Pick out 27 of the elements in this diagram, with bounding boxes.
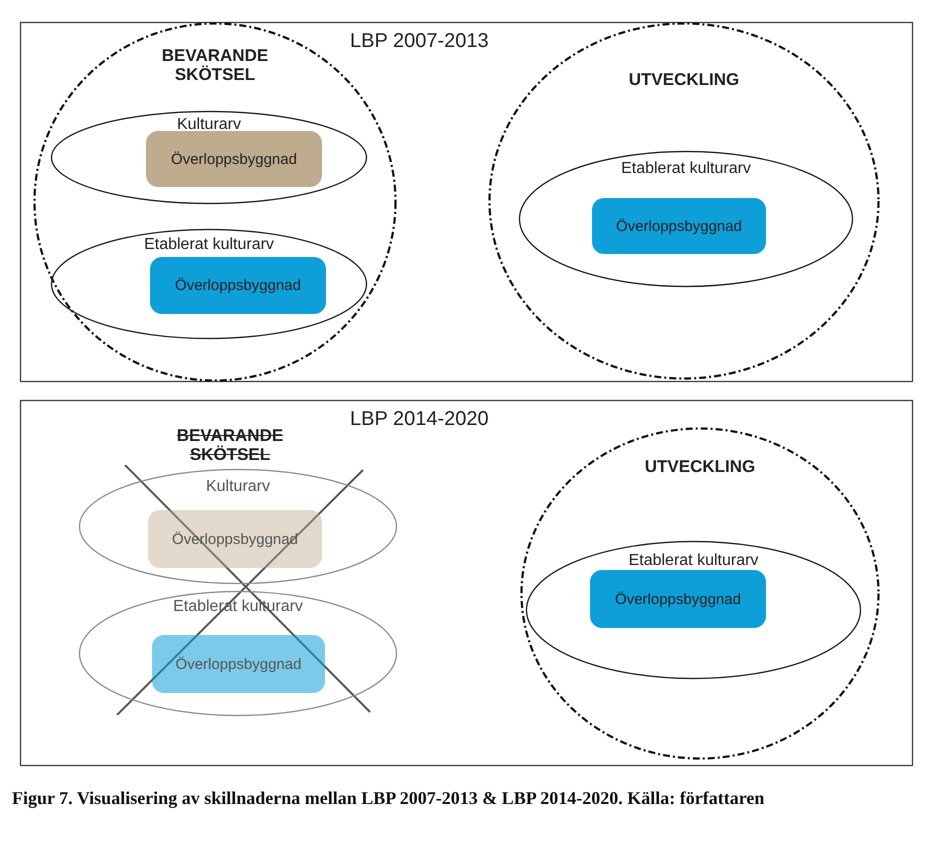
ellipse-label: Etablerat kulturarv	[628, 552, 760, 570]
ellipse-label: Kulturarv	[204, 478, 272, 496]
building-box: Överloppsbyggnad	[150, 257, 326, 314]
dashed-circle	[488, 22, 880, 380]
ellipse-label: Etablerat kulturarv	[143, 236, 275, 254]
ellipse	[50, 228, 368, 340]
ellipse	[78, 468, 398, 585]
ellipse	[78, 590, 398, 717]
group-heading: UTVECKLING	[628, 70, 740, 89]
group-heading: UTVECKLING	[644, 457, 756, 476]
ellipse-label: Etablerat kulturarv	[620, 160, 752, 178]
ellipse	[50, 110, 368, 205]
ellipse	[518, 150, 854, 288]
group-heading: BEVARANDE SKÖTSEL	[160, 46, 270, 84]
panel-title: LBP 2014-2020	[350, 408, 489, 431]
dashed-circle	[520, 427, 880, 760]
panel-title: LBP 2007-2013	[350, 30, 489, 53]
building-box: Överloppsbyggnad	[146, 131, 322, 187]
building-box: Överloppsbyggnad	[592, 198, 766, 254]
panel	[20, 22, 913, 382]
struck-heading: BEVARANDE SKÖTSEL	[176, 426, 284, 464]
building-box: Överloppsbyggnad	[152, 635, 325, 693]
building-box: Överloppsbyggnad	[590, 570, 766, 628]
ellipse	[525, 540, 862, 680]
caption: Figur 7. Visualisering av skillnaderna mellan LBP 2007-2013 & LBP 2014-2020. Källa: författaren	[12, 788, 766, 809]
ellipse-label: Kulturarv	[176, 116, 242, 134]
panel	[20, 400, 913, 766]
